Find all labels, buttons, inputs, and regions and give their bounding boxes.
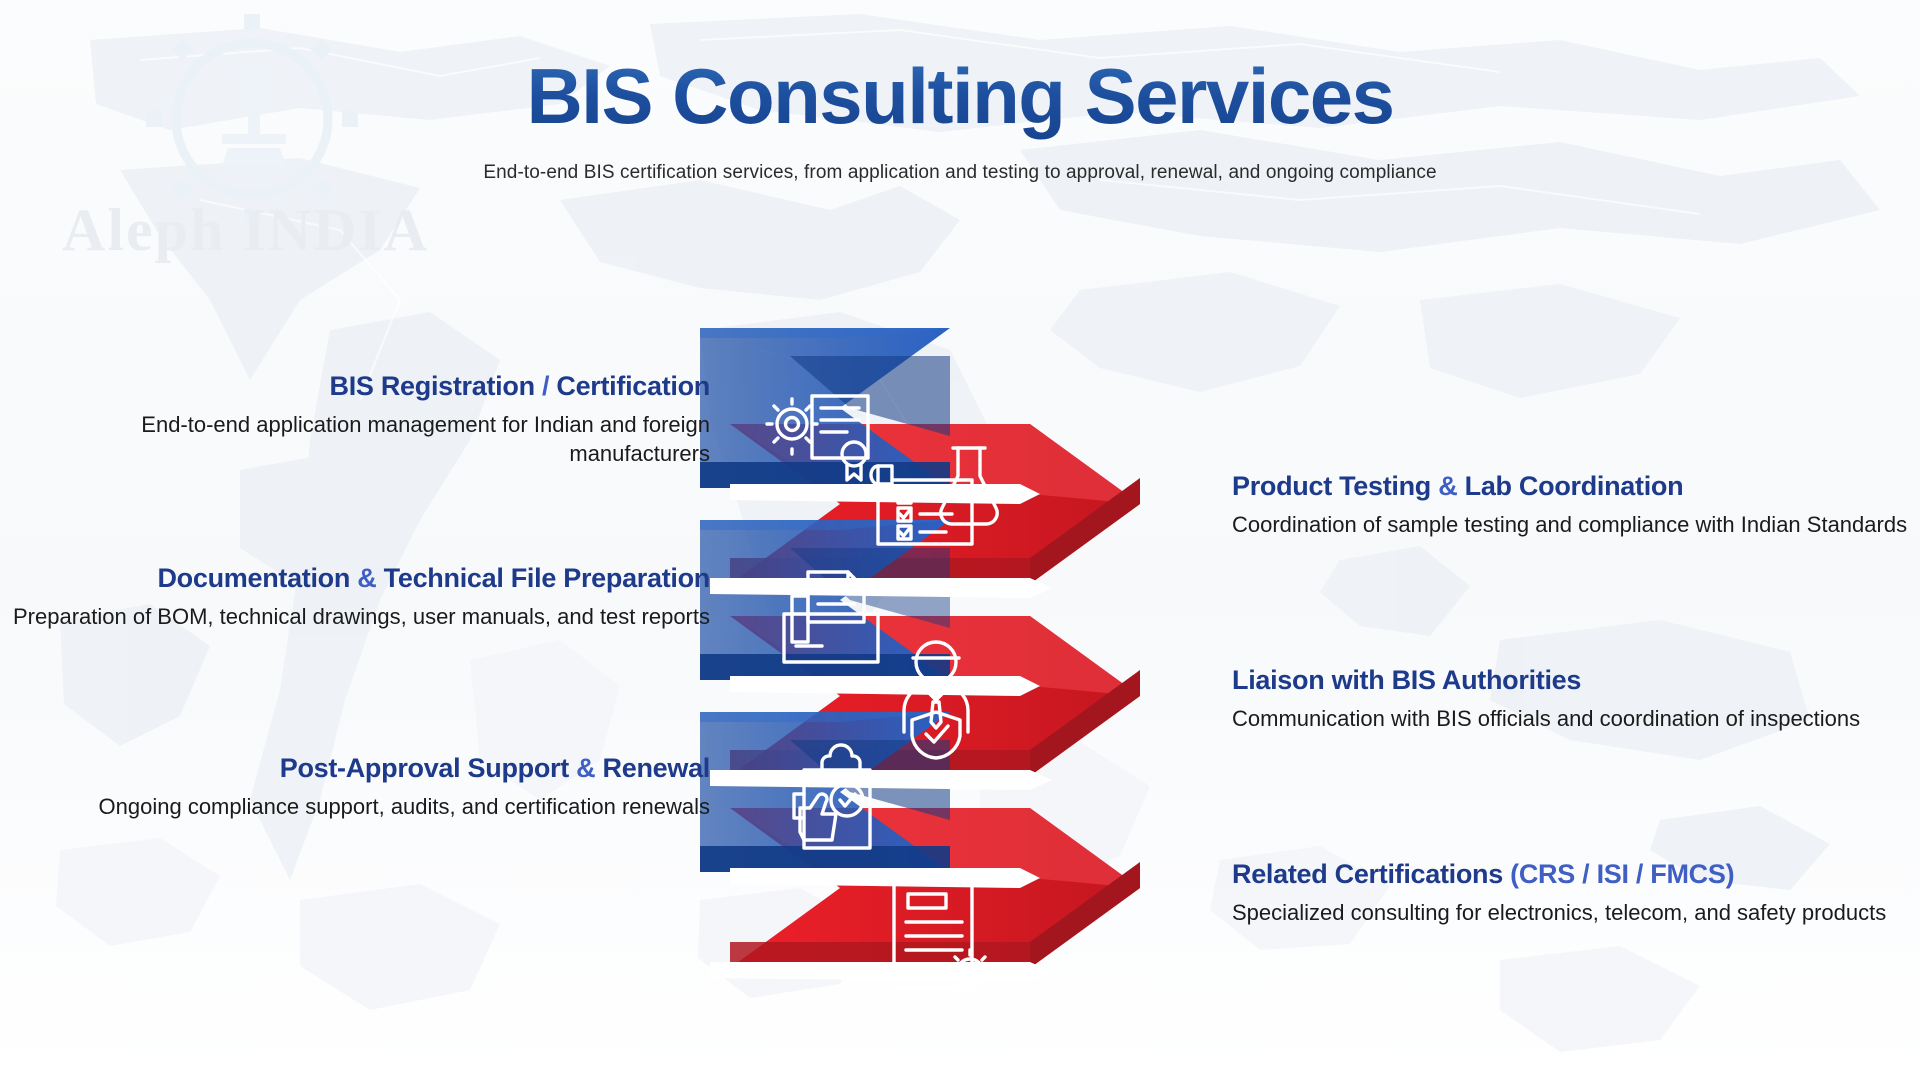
item-description: Preparation of BOM, technical drawings, … xyxy=(12,604,710,630)
list-item: Related Certifications (CRS / ISI / FMCS… xyxy=(1232,858,1920,928)
folder-document-icon xyxy=(782,570,880,664)
list-item: Post-Approval Support & Renewal Ongoing … xyxy=(10,752,711,822)
officer-shield-check-icon xyxy=(902,640,970,760)
list-item: BIS Registration / Certification End-to-… xyxy=(10,370,710,469)
title-accent: (CRS / ISI / FMCS) xyxy=(1510,859,1735,889)
item-title: Related Certifications (CRS / ISI / FMCS… xyxy=(1232,859,1735,889)
chevron-blue-3 xyxy=(700,712,950,872)
checklist-flask-icon xyxy=(869,446,999,546)
item-description: Communication with BIS officials and coo… xyxy=(1232,706,1861,732)
connector-arrows xyxy=(710,484,1052,982)
chevron-diagram xyxy=(700,328,1140,996)
certificate-gear-icon xyxy=(765,394,870,482)
item-description: Specialized consulting for electronics, … xyxy=(1232,900,1887,926)
brand-watermark-logo-icon xyxy=(146,14,358,224)
certificate-seal-icon xyxy=(892,878,994,996)
item-title: BIS Registration / Certification xyxy=(329,371,711,401)
list-item: Liaison with BIS Authorities Communicati… xyxy=(1232,664,1920,734)
item-description: End-to-end application management for In… xyxy=(141,412,710,466)
page-subtitle: End-to-end BIS certification services, f… xyxy=(483,161,1437,183)
item-title: Documentation & Technical File Preparati… xyxy=(157,563,710,593)
list-item: Documentation & Technical File Preparati… xyxy=(10,562,710,632)
clipboard-thumbsup-check-icon xyxy=(792,743,872,850)
title-accent: & xyxy=(1438,471,1458,501)
item-title: Post-Approval Support & Renewal xyxy=(279,753,711,783)
item-description: Ongoing compliance support, audits, and … xyxy=(98,794,710,820)
title-accent: / xyxy=(541,371,550,401)
page-title: BIS Consulting Services xyxy=(0,53,1920,140)
item-title: Liaison with BIS Authorities xyxy=(1232,665,1582,695)
header: BIS Consulting Services End-to-end BIS c… xyxy=(0,53,1920,184)
list-item: Product Testing & Lab Coordination Coord… xyxy=(1232,470,1920,540)
title-accent: & xyxy=(576,753,596,783)
brand-watermark-text: Aleph INDIA xyxy=(62,197,430,263)
title-accent: & xyxy=(357,563,377,593)
item-description: Coordination of sample testing and compl… xyxy=(1232,512,1908,538)
item-title: Product Testing & Lab Coordination xyxy=(1232,471,1684,501)
